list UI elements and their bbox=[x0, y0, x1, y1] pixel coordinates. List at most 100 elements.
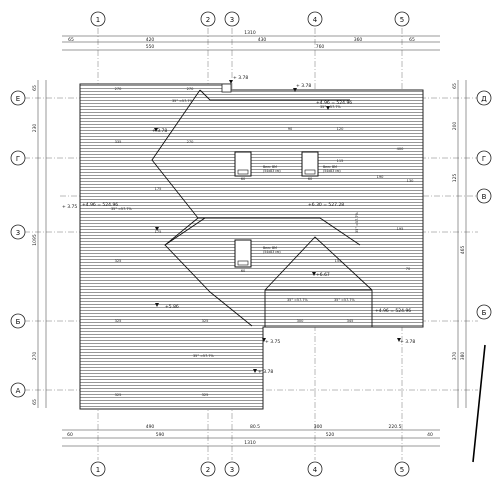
top-dim-4: 360 bbox=[354, 37, 363, 43]
skylight-1 bbox=[234, 151, 252, 177]
elev-7: + 3.78 bbox=[258, 369, 273, 375]
int-dim-19: 155 bbox=[335, 259, 342, 263]
row-label-left-0: Е bbox=[16, 95, 20, 103]
slope-5: 35° =57.7% bbox=[334, 298, 355, 302]
bottom-dim-4: 220.5 bbox=[389, 424, 402, 430]
int-dim-20: 90 bbox=[288, 127, 293, 131]
col-marker-2-bottom bbox=[200, 461, 216, 477]
row-label-right-2: В bbox=[482, 193, 487, 201]
int-dim-18: 70 bbox=[406, 267, 411, 271]
row-label-right-0: Д bbox=[481, 95, 487, 103]
col-label-1-top: 1 bbox=[96, 16, 100, 24]
elev-6: + 3.78 bbox=[400, 339, 415, 345]
row-label-left-2: 3 bbox=[16, 229, 20, 237]
col-marker-2-top bbox=[200, 11, 216, 27]
col-label-4-bottom: 4 bbox=[313, 466, 318, 474]
slope-6: 35° =57.7% bbox=[320, 105, 341, 109]
window-size-2: (54х83 см) bbox=[323, 169, 341, 173]
elevation-triangles bbox=[154, 80, 401, 373]
int-dim-17: 60 bbox=[241, 269, 246, 273]
bottom-dim-5: 60 bbox=[67, 432, 73, 438]
skylight-2 bbox=[301, 151, 319, 177]
bottom-dim-8: 40 bbox=[427, 432, 433, 438]
slope-7: 35° =57.7% bbox=[355, 212, 359, 233]
col-marker-1-bottom bbox=[90, 461, 106, 477]
roof-ridges bbox=[151, 89, 373, 327]
top-dim-6: 550 bbox=[146, 44, 155, 50]
col-label-3-top: 3 bbox=[230, 16, 234, 24]
row-label-left-3: Б bbox=[16, 318, 21, 326]
window-size-3: (54х83 см) bbox=[263, 250, 281, 254]
col-label-5-bottom: 5 bbox=[400, 466, 404, 474]
int-dim-7: 325 bbox=[202, 319, 209, 323]
elev-11: +4.96 = 524.96 bbox=[375, 308, 411, 314]
int-dim-1: 270 bbox=[115, 87, 123, 91]
int-dim-3: 335 bbox=[115, 140, 122, 144]
hip-left bbox=[151, 89, 253, 327]
dimension-lines bbox=[37, 35, 467, 447]
ridge-lower bbox=[164, 217, 361, 246]
row-label-left-4: А bbox=[16, 387, 21, 395]
left-dim-5: 65 bbox=[32, 399, 38, 405]
bottom-dim-3: 300 bbox=[314, 424, 323, 430]
int-dim-4: 270 bbox=[187, 140, 195, 144]
skylight-3 bbox=[234, 239, 252, 268]
slope-1: 35° =57.7% bbox=[172, 99, 193, 103]
bottom-dim-6: 590 bbox=[156, 432, 165, 438]
col-marker-1-top bbox=[90, 11, 106, 27]
col-label-2-top: 2 bbox=[206, 16, 210, 24]
top-dim-5: 65 bbox=[409, 37, 415, 43]
slope-4: 35° =57.7% bbox=[287, 298, 308, 302]
top-dim-7: 760 bbox=[316, 44, 325, 50]
elev-2: + 3.78 bbox=[296, 83, 311, 89]
int-dim-22: 195 bbox=[397, 227, 404, 231]
row-markers-right bbox=[476, 90, 492, 320]
col-label-3-bottom: 3 bbox=[230, 466, 234, 474]
int-dim-24: 190 bbox=[377, 175, 385, 179]
bottom-dim-7: 520 bbox=[326, 432, 335, 438]
right-dim-2: 200 bbox=[452, 122, 458, 131]
ridge-upper bbox=[199, 89, 350, 101]
window-label-1: Велс ВМ bbox=[263, 165, 277, 169]
int-dim-5: 325 bbox=[115, 259, 122, 263]
elev-10: +4.96 = 524.96 bbox=[82, 202, 118, 208]
left-dim-4: 270 bbox=[32, 352, 38, 361]
column-markers-top bbox=[90, 11, 410, 27]
right-dim-4: 465 bbox=[460, 246, 466, 255]
int-dim-11: 300 bbox=[297, 319, 305, 323]
window-label-2: Велс ВМ bbox=[323, 165, 337, 169]
int-dim-10: 400 bbox=[397, 147, 405, 151]
int-dim-21: 120 bbox=[337, 127, 345, 131]
elev-4: + 3.75 bbox=[62, 204, 77, 210]
elev-12: +6.30 = 527.28 bbox=[308, 202, 344, 208]
elev-14: +5.86 bbox=[165, 304, 179, 310]
col-marker-5-top bbox=[394, 11, 410, 27]
gable-small bbox=[264, 236, 373, 291]
bottom-dim-1: 490 bbox=[146, 424, 155, 430]
col-label-5-top: 5 bbox=[400, 16, 404, 24]
right-dim-6: 380 bbox=[460, 352, 466, 361]
col-marker-4-top bbox=[307, 11, 323, 27]
bottom-dim-2: 80.5 bbox=[250, 424, 260, 430]
top-dim-1: 65 bbox=[68, 37, 74, 43]
slope-3: 35° =57.7% bbox=[193, 354, 214, 358]
right-dim-5: 370 bbox=[452, 352, 458, 361]
int-dim-2: 270 bbox=[187, 87, 195, 91]
elev-1: + 3.78 bbox=[233, 75, 248, 81]
int-dim-14: 175 bbox=[155, 230, 162, 234]
roof-notch bbox=[221, 83, 232, 93]
col-label-2-bottom: 2 bbox=[206, 466, 210, 474]
skylights bbox=[234, 151, 319, 268]
col-marker-4-bottom bbox=[307, 461, 323, 477]
right-dim-1: 65 bbox=[452, 83, 458, 89]
col-marker-5-bottom bbox=[394, 461, 410, 477]
int-dim-9: 325 bbox=[202, 393, 209, 397]
top-dim-3: 430 bbox=[258, 37, 267, 43]
int-dim-23: 115 bbox=[337, 159, 344, 163]
slope-2: 35° =57.7% bbox=[111, 207, 132, 211]
elev-9: +4.96 = 524.96 bbox=[316, 100, 352, 106]
int-dim-6: 325 bbox=[115, 319, 122, 323]
left-dim-1: 65 bbox=[32, 85, 38, 91]
top-dim-2: 420 bbox=[146, 37, 155, 43]
